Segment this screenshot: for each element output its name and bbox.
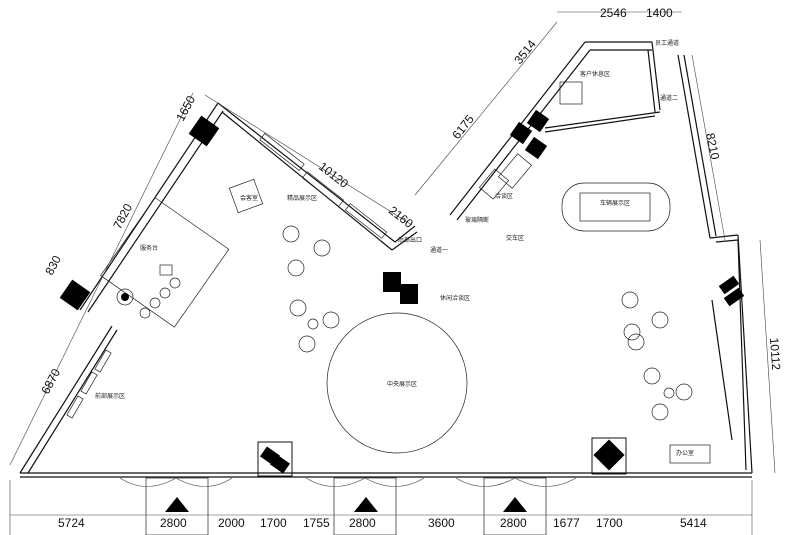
label-negotiation: 洽谈区 bbox=[495, 192, 513, 200]
label-room2: 会客室 bbox=[240, 194, 258, 202]
dim-top-right-4: 1400 bbox=[646, 6, 673, 20]
entrance-markers bbox=[119, 477, 577, 535]
dim-left-4: 1650 bbox=[173, 93, 198, 123]
label-door3: 通道二 bbox=[660, 94, 678, 102]
exterior-walls bbox=[19, 41, 753, 478]
structural-columns bbox=[59, 109, 745, 477]
dim-left-2: 830 bbox=[42, 253, 64, 278]
dim-left-1: 6870 bbox=[38, 366, 63, 396]
dim-bottom-9: 1677 bbox=[553, 516, 580, 530]
dimension-lines-left: 6870 830 7820 1650 10120 2160 bbox=[9, 92, 416, 466]
dim-left-6: 2160 bbox=[386, 203, 416, 231]
dim-top-right-6: 10112 bbox=[767, 337, 783, 371]
furniture bbox=[66, 81, 711, 464]
label-glass: 玻璃隔断 bbox=[465, 216, 489, 224]
dimension-lines-top-right: 6175 3514 2546 1400 8210 10112 bbox=[414, 6, 783, 474]
label-showroom: 精品展示区 bbox=[287, 194, 317, 202]
dim-bottom-10: 1700 bbox=[596, 516, 623, 530]
dim-bottom-4: 1700 bbox=[260, 516, 287, 530]
dim-bottom-6: 2800 bbox=[349, 516, 376, 530]
label-room1: 办公室 bbox=[676, 449, 694, 457]
label-right-zone: 车辆展示区 bbox=[600, 199, 630, 207]
dim-bottom-8: 2800 bbox=[500, 516, 527, 530]
label-elevator: 员工通道 bbox=[655, 39, 679, 47]
label-upper-room: 客户休息区 bbox=[580, 70, 610, 78]
dim-bottom-3: 2000 bbox=[218, 516, 245, 530]
dim-bottom-7: 3600 bbox=[428, 516, 455, 530]
label-front-window: 前部展示区 bbox=[95, 392, 125, 400]
dim-bottom-2: 2800 bbox=[160, 516, 187, 530]
zone-labels: 精品展示区 会客室 服务台 前部展示区 休闲洽谈区 车辆展示区 洽谈区 交车区 … bbox=[95, 39, 694, 457]
label-door1: 后部出口 bbox=[398, 236, 422, 244]
dim-bottom-1: 5724 bbox=[58, 516, 85, 530]
central-display-circle bbox=[326, 312, 468, 454]
dim-top-right-2: 3514 bbox=[511, 37, 539, 67]
dim-left-5: 10120 bbox=[316, 159, 351, 191]
dim-top-right-3: 2546 bbox=[600, 6, 627, 20]
dim-left-3: 7820 bbox=[110, 201, 135, 231]
label-lounge: 休闲洽谈区 bbox=[440, 294, 470, 302]
dim-top-right-1: 6175 bbox=[449, 112, 477, 142]
central-zone-label: 中央展示区 bbox=[387, 380, 417, 388]
label-door2: 通道一 bbox=[430, 246, 448, 254]
dim-top-right-5: 8210 bbox=[703, 132, 722, 161]
dimension-lines-bottom: 5724 2800 2000 1700 1755 2800 3600 2800 … bbox=[9, 480, 753, 535]
dim-bottom-11: 5414 bbox=[680, 516, 707, 530]
label-service: 服务台 bbox=[140, 244, 158, 252]
label-deliver: 交车区 bbox=[506, 234, 524, 242]
dim-bottom-5: 1755 bbox=[303, 516, 330, 530]
